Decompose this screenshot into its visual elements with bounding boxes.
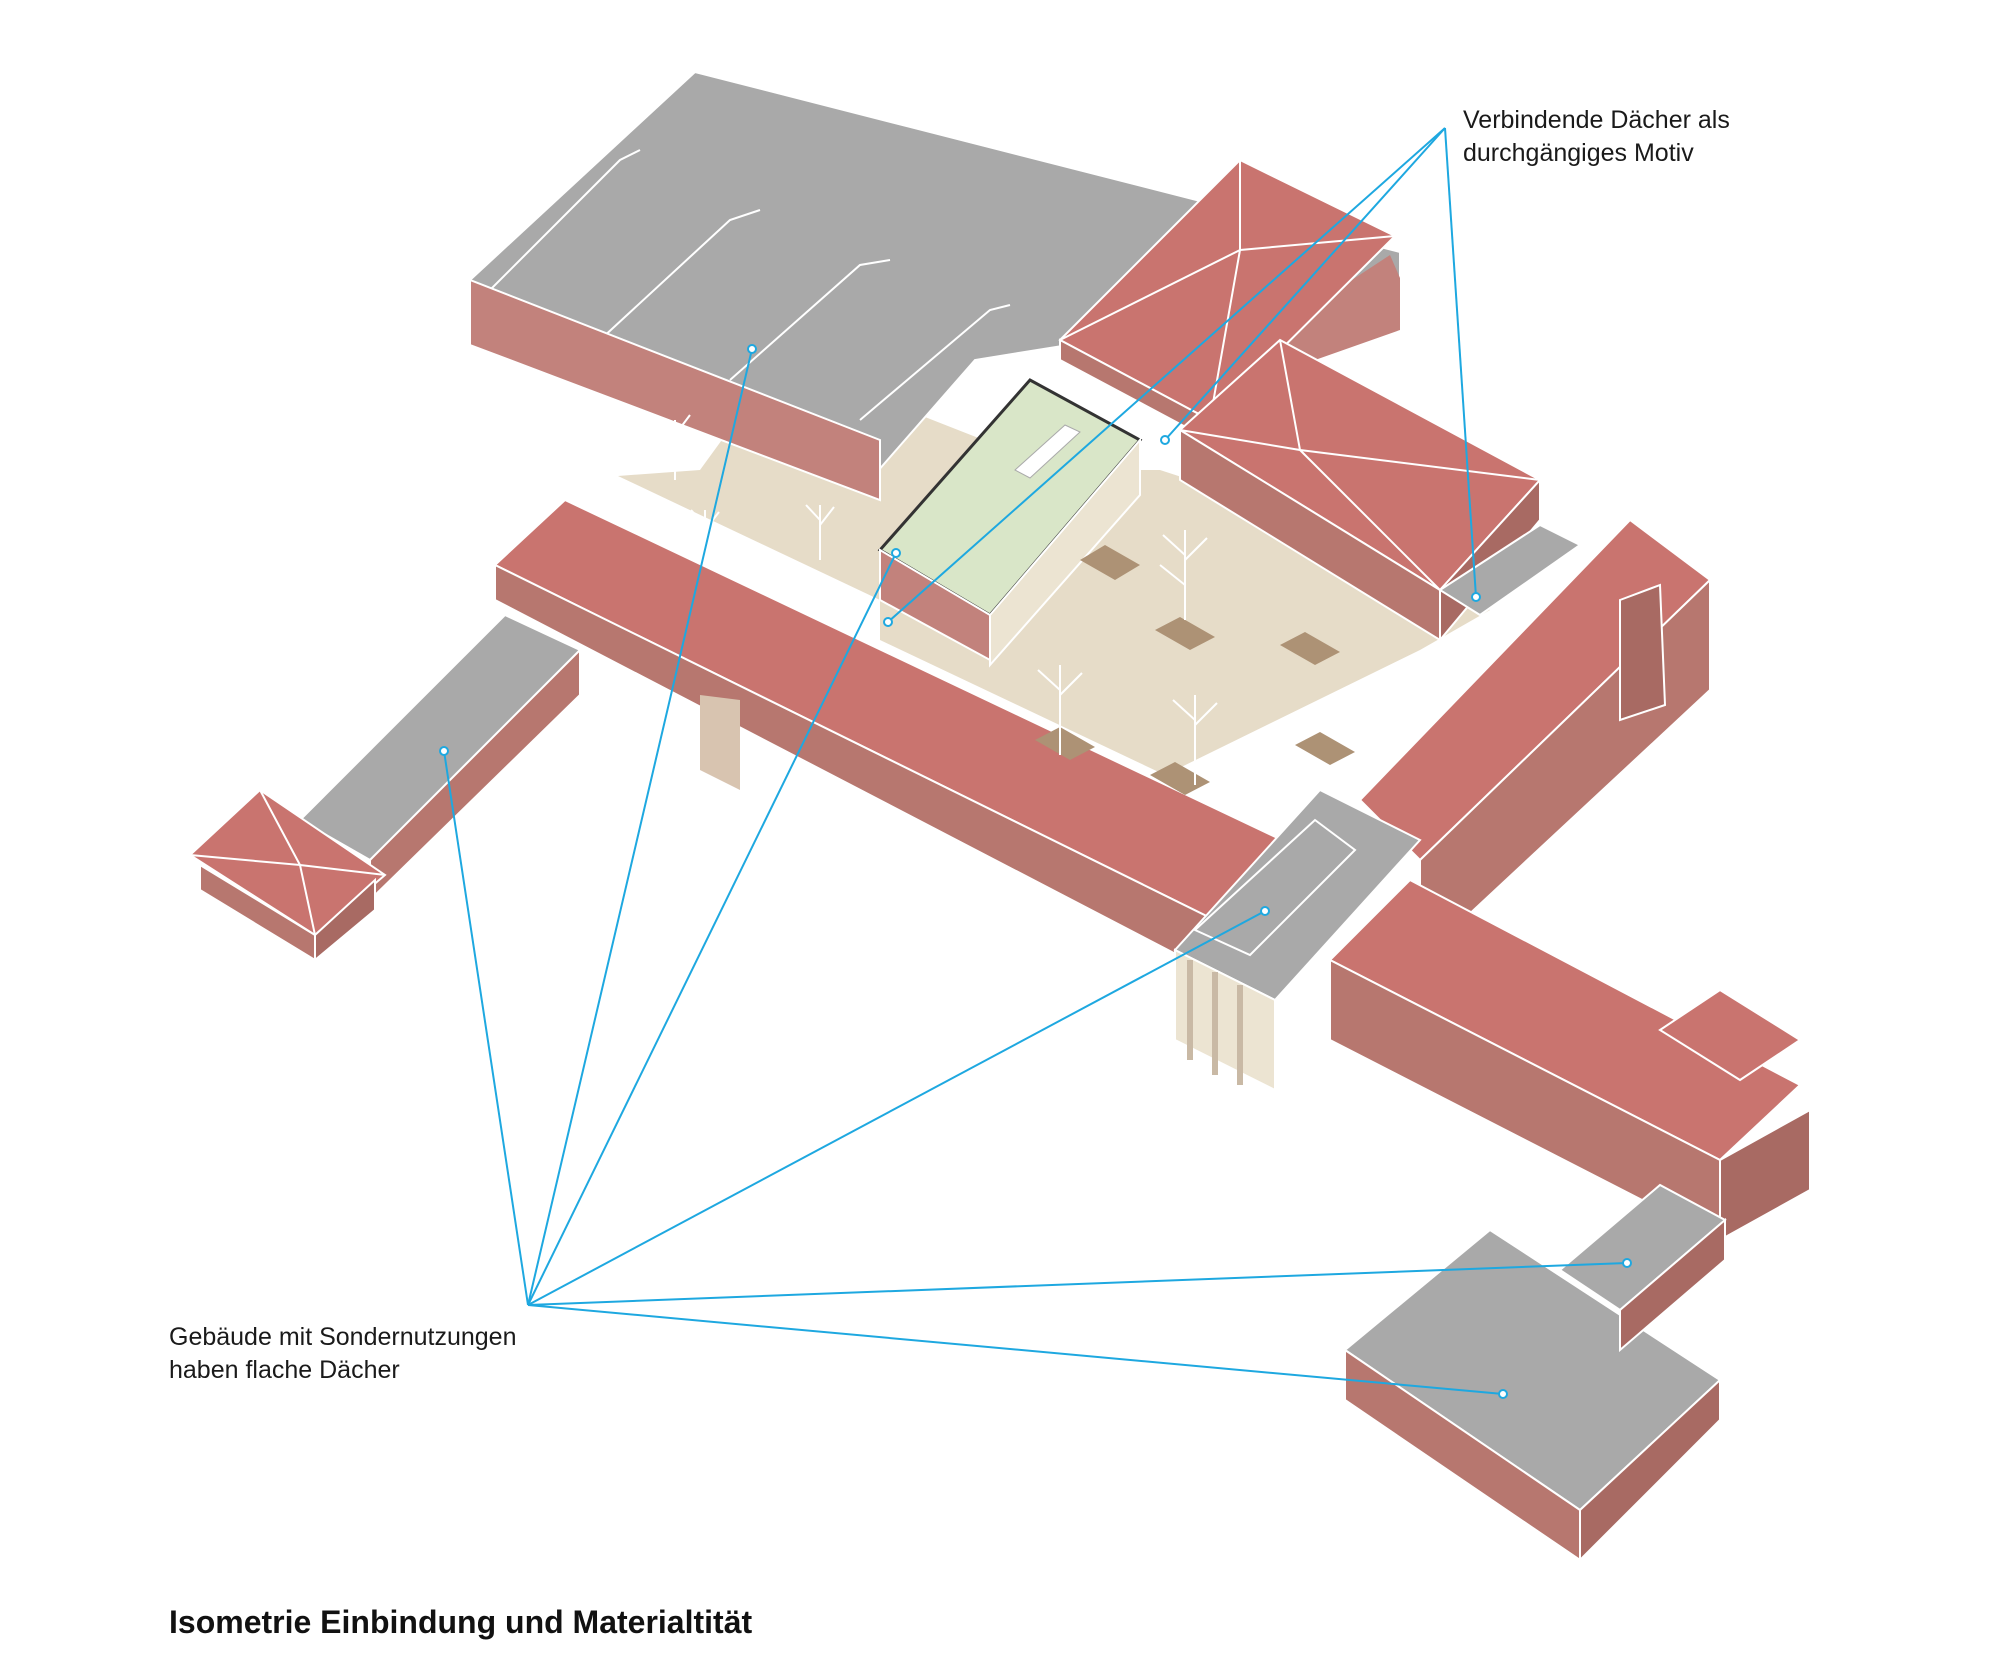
page-title: Isometrie Einbindung und Materialtität xyxy=(169,1604,753,1640)
pavilion-left xyxy=(188,788,387,963)
planters xyxy=(1035,545,1355,795)
flat-wing-left xyxy=(298,613,582,903)
leader-lines-flat-roofs xyxy=(443,348,1628,1395)
annotation-connecting-roofs: Verbindende Dächer als durchgängiges Mot… xyxy=(1463,104,1730,170)
leader-lines-connecting-roofs xyxy=(887,127,1477,623)
annotation-left-line2: haben flache Dächer xyxy=(169,1356,400,1384)
flat-building-bottom-right-small xyxy=(1558,1183,1727,1353)
annotation-top-line1: Verbindende Dächer als xyxy=(1463,106,1730,134)
wing-front-right xyxy=(1328,878,1811,1242)
entrance-tower xyxy=(1173,788,1422,1092)
trees xyxy=(656,414,1218,785)
wing-right xyxy=(1358,518,1712,963)
annotation-left-line1: Gebäude mit Sondernutzungen xyxy=(169,1323,517,1351)
flat-building-bottom-right xyxy=(1343,1228,1722,1563)
annotation-flat-roofs: Gebäude mit Sondernutzungen haben flache… xyxy=(169,1321,516,1387)
annotation-top-line2: durchgängiges Motiv xyxy=(1463,139,1694,167)
connecting-roof-markers xyxy=(883,435,1481,627)
flat-roof-markers xyxy=(439,344,1632,1399)
green-roof-pavilion xyxy=(877,378,1143,668)
block-back-right xyxy=(1058,158,1397,442)
wing-front-left xyxy=(493,498,1348,992)
